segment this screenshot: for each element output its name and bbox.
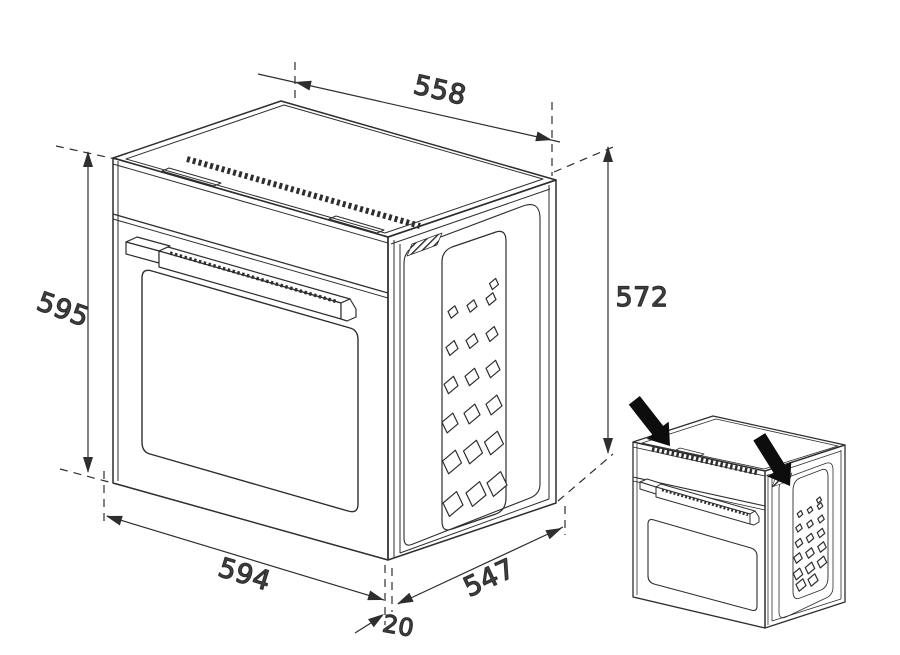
vent-holes	[793, 497, 827, 591]
dimension-value-door-overhang: 20	[380, 610, 416, 643]
vent-hole	[486, 395, 502, 415]
dimension-arrowhead-icon	[394, 592, 415, 610]
handle-hatch	[169, 251, 339, 304]
control-panel-bottom-edge	[112, 213, 389, 294]
dimension-arrowhead-icon	[534, 130, 554, 146]
dimension-value-bottom-width: 594	[215, 552, 275, 597]
vent-hole	[818, 515, 825, 523]
door-window	[141, 269, 359, 513]
drawing-root: 595 558 572 594	[32, 62, 846, 643]
top-seam-hatch	[651, 446, 759, 476]
dimension-top-width: 558	[257, 62, 561, 176]
vent-hole	[796, 524, 803, 532]
top-vent-slot	[328, 215, 385, 234]
control-panel-top-edge	[112, 163, 389, 244]
dimension-arrowhead-icon	[82, 150, 94, 168]
door-handle	[125, 236, 357, 322]
vent-hole	[818, 542, 827, 553]
side-top-inner-line	[390, 188, 551, 245]
vent-hole	[486, 360, 500, 377]
handle-hatch	[661, 488, 749, 517]
vent-hole	[464, 404, 480, 424]
handle-right-cap	[749, 510, 760, 526]
dimension-arrowhead-icon	[544, 522, 565, 540]
vent-hole	[817, 528, 825, 537]
vent-hole	[448, 306, 458, 318]
vent-hole	[807, 507, 813, 514]
vent-hole	[805, 562, 815, 574]
vent-hole	[486, 293, 496, 305]
vent-hole	[807, 520, 814, 528]
vent-hole	[806, 548, 815, 559]
vent-hole	[464, 440, 483, 464]
vent-hole	[817, 556, 827, 568]
dimension-arrowhead-icon	[82, 456, 94, 474]
vent-hole	[465, 368, 479, 385]
vent-band	[792, 468, 829, 600]
main-oven-drawing	[112, 100, 557, 561]
vent-holes	[442, 278, 507, 516]
vent-hole	[793, 568, 803, 580]
dimension-value-front-height: 595	[33, 286, 93, 333]
vent-hole	[487, 472, 507, 497]
extension-line	[553, 146, 614, 173]
oven-front-face	[112, 157, 389, 561]
vent-hole	[795, 538, 803, 547]
vent-hole	[443, 450, 462, 474]
door-window	[647, 518, 758, 612]
vent-hole	[446, 341, 458, 356]
dimension-body-depth: 547	[391, 506, 566, 612]
vent-hole	[466, 334, 478, 349]
lift-point-arrows	[623, 391, 802, 494]
vent-hole	[794, 553, 803, 564]
vent-hole	[808, 574, 818, 586]
vent-hole	[797, 511, 803, 518]
vent-hole	[485, 431, 504, 455]
top-rim-line	[641, 418, 839, 470]
dimension-arrowhead-icon	[293, 76, 313, 92]
dimension-line	[106, 515, 385, 601]
dimension-arrowhead-icon	[366, 589, 387, 606]
dimension-line	[397, 526, 564, 605]
dimension-value-body-depth: 547	[459, 553, 520, 604]
side-inner-panel	[778, 462, 834, 619]
oven-side-face	[387, 179, 557, 561]
dimension-front-height: 595	[32, 145, 121, 486]
top-rim-line	[125, 104, 544, 234]
top-seam-hatch	[186, 156, 421, 229]
vent-hole	[486, 327, 498, 342]
dimension-body-height: 572	[553, 145, 669, 502]
dimension-door-overhang: 20	[354, 609, 417, 643]
control-panel-bottom-inner-edge	[112, 218, 389, 299]
dimension-arrowhead-icon	[602, 145, 614, 163]
oven-side-face	[764, 444, 846, 629]
control-panel-top-edge	[632, 446, 766, 477]
handle-bar-front	[158, 250, 342, 320]
handle-right-cap	[340, 298, 357, 322]
vent-hole	[467, 300, 477, 312]
side-hatch-patch	[406, 232, 443, 257]
door-handle	[639, 478, 760, 526]
small-oven-drawing	[623, 391, 846, 629]
extension-line	[557, 453, 614, 502]
dimension-value-top-width: 558	[411, 70, 470, 112]
vent-hole	[444, 376, 458, 393]
vent-band	[441, 230, 507, 531]
side-panel-details	[390, 185, 551, 557]
vent-hole	[443, 492, 463, 517]
vent-hole	[796, 579, 806, 591]
side-bottom-inner-line	[771, 598, 842, 622]
vent-hole	[806, 533, 814, 542]
dimension-value-body-height: 572	[615, 282, 668, 313]
top-vent-slot	[161, 167, 222, 187]
extension-line	[59, 468, 121, 486]
vent-hole	[442, 413, 458, 433]
dimension-arrowhead-icon	[103, 510, 124, 527]
dimension-arrowhead-icon	[602, 437, 614, 455]
side-bottom-inner-line	[399, 498, 550, 554]
top-vent-slot	[675, 447, 705, 457]
vent-hole	[490, 278, 499, 289]
vent-hole	[466, 482, 486, 507]
